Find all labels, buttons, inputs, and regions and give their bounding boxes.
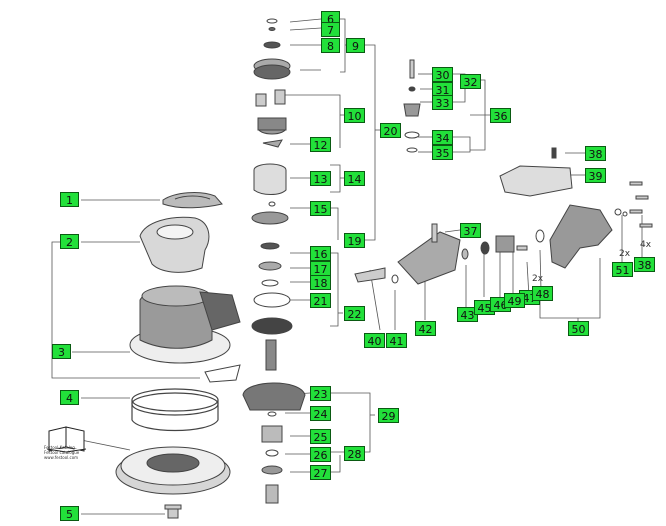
right-group-parts — [354, 59, 653, 285]
leader-lines — [51, 18, 643, 515]
label-5: 5 — [60, 506, 79, 521]
label-9: 9 — [346, 38, 365, 53]
quantity-note-2x-right: 2x — [619, 249, 631, 259]
label-23: 23 — [310, 386, 331, 401]
label-33: 33 — [432, 95, 453, 110]
label-32: 32 — [460, 74, 481, 89]
label-8: 8 — [321, 38, 340, 53]
label-13: 13 — [310, 171, 331, 186]
label-14: 14 — [344, 171, 365, 186]
part-5-screw — [164, 504, 182, 519]
label-18: 18 — [310, 275, 331, 290]
quantity-note-2x-left: 2x — [532, 274, 544, 284]
center-column-parts — [242, 18, 306, 504]
label-20: 20 — [380, 123, 401, 138]
label-27: 27 — [310, 465, 331, 480]
sanding-pad — [115, 446, 231, 495]
catalog-line-3: www.festool.com — [44, 455, 79, 460]
label-10: 10 — [344, 108, 365, 123]
label-16: 16 — [310, 246, 331, 261]
label-38-bottom: 38 — [634, 257, 655, 272]
label-40: 40 — [364, 333, 385, 348]
label-30: 30 — [432, 67, 453, 82]
part-3-sander-body — [129, 285, 241, 383]
label-15: 15 — [310, 201, 331, 216]
label-48: 48 — [532, 286, 553, 301]
catalog-reference-text: Festool-Katalog Festool catalogue www.fe… — [44, 445, 90, 460]
label-21: 21 — [310, 293, 331, 308]
label-41: 41 — [386, 333, 407, 348]
quantity-note-4x: 4x — [640, 240, 652, 250]
label-51: 51 — [612, 262, 633, 277]
label-1: 1 — [60, 192, 79, 207]
label-49: 49 — [504, 293, 525, 308]
label-2: 2 — [60, 234, 79, 249]
label-7: 7 — [321, 22, 340, 37]
label-29: 29 — [378, 408, 399, 423]
label-17: 17 — [310, 261, 331, 276]
catalog-line-2: Festool catalogue — [44, 450, 80, 455]
label-28: 28 — [344, 446, 365, 461]
part-1-cover — [162, 192, 223, 209]
catalog-book-icon — [46, 426, 87, 453]
label-45: 45 — [474, 300, 495, 315]
label-50: 50 — [568, 321, 589, 336]
catalog-line-1: Festool-Katalog — [44, 445, 75, 450]
label-35: 35 — [432, 145, 453, 160]
part-2-hood — [139, 216, 210, 273]
label-3: 3 — [52, 344, 71, 359]
label-22: 22 — [344, 306, 365, 321]
part-4-ring — [131, 388, 219, 432]
label-38-top: 38 — [585, 146, 606, 161]
label-42: 42 — [415, 321, 436, 336]
label-12: 12 — [310, 137, 331, 152]
label-36: 36 — [490, 108, 511, 123]
label-34: 34 — [432, 130, 453, 145]
label-37: 37 — [460, 223, 481, 238]
label-31: 31 — [432, 82, 453, 97]
label-24: 24 — [310, 406, 331, 421]
label-19: 19 — [344, 233, 365, 248]
label-25: 25 — [310, 429, 331, 444]
label-43: 43 — [457, 307, 478, 322]
label-26: 26 — [310, 447, 331, 462]
label-39: 39 — [585, 168, 606, 183]
label-4: 4 — [60, 390, 79, 405]
